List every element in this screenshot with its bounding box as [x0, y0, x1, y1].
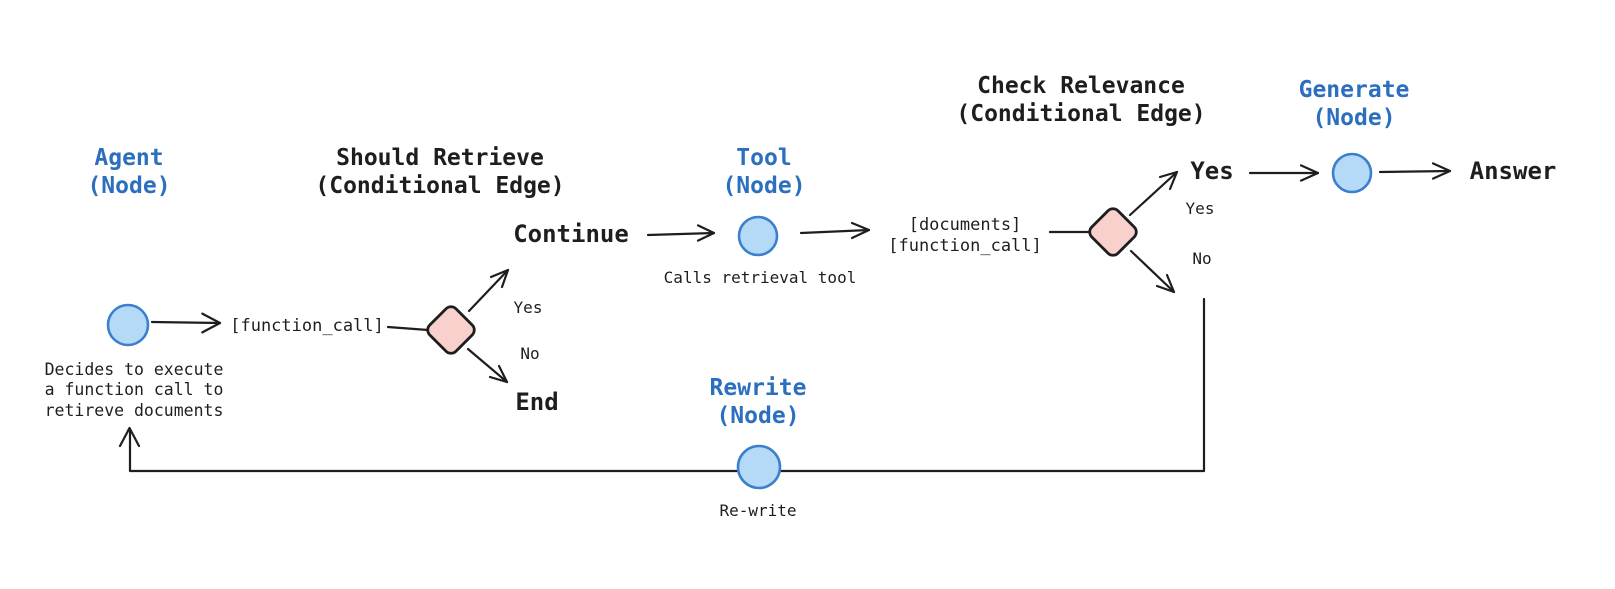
arrow-tool-to-documents [799, 228, 871, 235]
arrow-check-relevance-yes [1128, 170, 1179, 217]
continue-label: Continue [513, 220, 629, 248]
agent-node-title: Agent (Node) [87, 145, 171, 200]
arrow-agent-to-function-call [150, 320, 222, 325]
arrowhead-icon [1155, 273, 1176, 294]
tool-node-title: Tool (Node) [722, 145, 806, 200]
arrowhead-icon [1299, 164, 1320, 182]
arrowhead-icon [201, 312, 222, 334]
arrow-should-retrieve-no [466, 347, 509, 384]
arrowhead-icon [850, 221, 871, 240]
generate-node-circle [1331, 152, 1373, 194]
should-retrieve-no-label: No [520, 344, 540, 363]
arrowhead-icon [696, 224, 716, 242]
rewrite-node-circle [736, 444, 782, 490]
check-relevance-yes-branch-label: Yes [1190, 157, 1234, 185]
tool-node-circle [737, 215, 779, 257]
should-retrieve-yes-label: Yes [513, 298, 543, 317]
rewrite-node-caption: Re-write [719, 501, 797, 520]
arrowhead-icon [1158, 170, 1179, 191]
loop-back-arrowhead-icon [118, 426, 141, 448]
arrow-generate-to-answer [1378, 169, 1452, 174]
should-retrieve-diamond [426, 305, 476, 355]
generate-node-title: Generate (Node) [1298, 77, 1410, 132]
check-relevance-title: Check Relevance (Conditional Edge) [956, 73, 1206, 128]
line-function-call-to-diamond [386, 325, 430, 332]
loop-back-edge [128, 297, 1206, 473]
should-retrieve-title: Should Retrieve (Conditional Edge) [315, 145, 565, 200]
agent-node-circle [106, 303, 150, 347]
rewrite-node-title: Rewrite (Node) [709, 375, 807, 430]
function-call-label: [function_call] [230, 316, 384, 336]
arrowhead-icon [488, 364, 509, 384]
agent-node-caption: Decides to execute a function call to re… [44, 360, 224, 420]
arrowhead-icon [489, 268, 510, 289]
arrow-continue-to-tool [646, 231, 716, 237]
documents-function-call-label: [documents] [function_call] [888, 215, 1042, 256]
answer-label: Answer [1469, 157, 1557, 185]
arrow-check-relevance-no [1129, 249, 1176, 294]
end-label: End [515, 388, 559, 416]
check-relevance-no-label: No [1192, 249, 1212, 268]
check-relevance-yes-label: Yes [1185, 199, 1215, 218]
check-relevance-diamond [1088, 207, 1138, 257]
arrowhead-icon [1431, 162, 1452, 180]
arrow-should-retrieve-yes [467, 268, 510, 313]
tool-node-caption: Calls retrieval tool [663, 268, 857, 287]
